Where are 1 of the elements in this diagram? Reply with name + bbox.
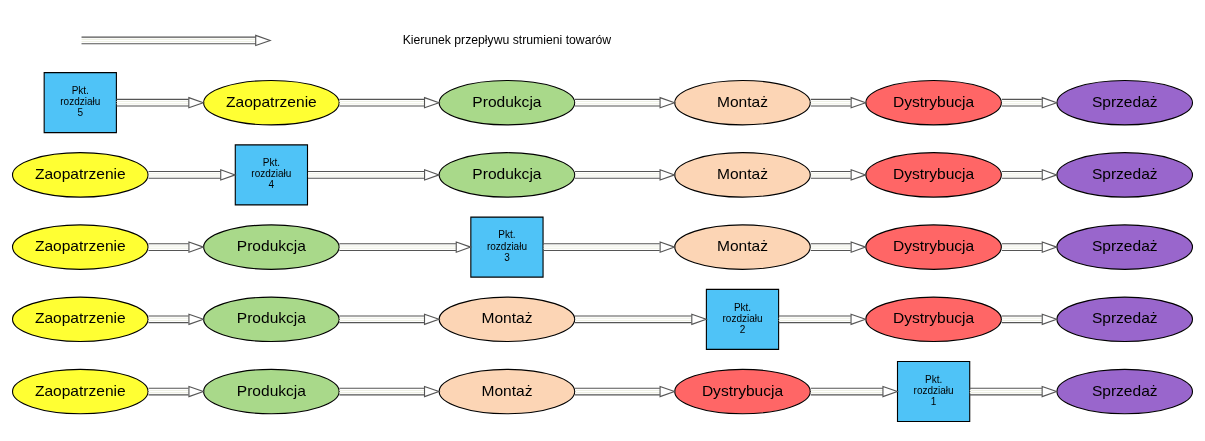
legend-label: Kierunek przepływu strumieni towarów bbox=[402, 32, 612, 47]
